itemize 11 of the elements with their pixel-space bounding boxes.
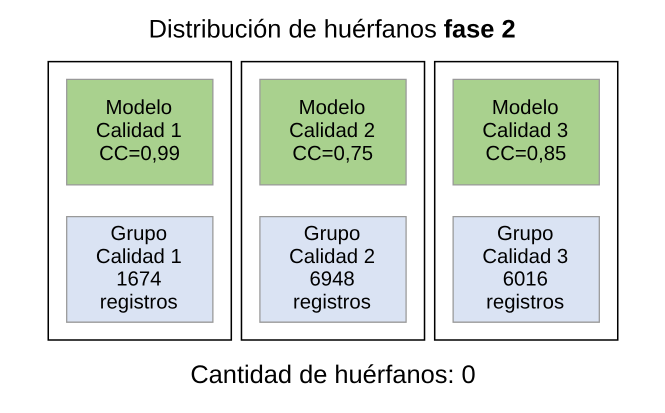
cluster — [47, 60, 232, 341]
caption: Cantidad de huérfanos: 0 — [190, 361, 476, 390]
diagram-title: Distribución de huérfanos fase 2 — [148, 15, 516, 44]
node-box: Grupo Calidad 3 6016 registros — [452, 216, 600, 323]
node-box: Modelo Calidad 3 CC=0,85 — [452, 78, 600, 186]
cluster — [240, 60, 425, 341]
cluster — [433, 60, 618, 341]
node-box: Grupo Calidad 1 1674 registros — [66, 216, 213, 323]
node-box: Modelo Calidad 2 CC=0,75 — [258, 78, 406, 186]
node-box: Modelo Calidad 1 CC=0,99 — [66, 78, 213, 186]
node-box: Grupo Calidad 2 6948 registros — [258, 216, 406, 323]
